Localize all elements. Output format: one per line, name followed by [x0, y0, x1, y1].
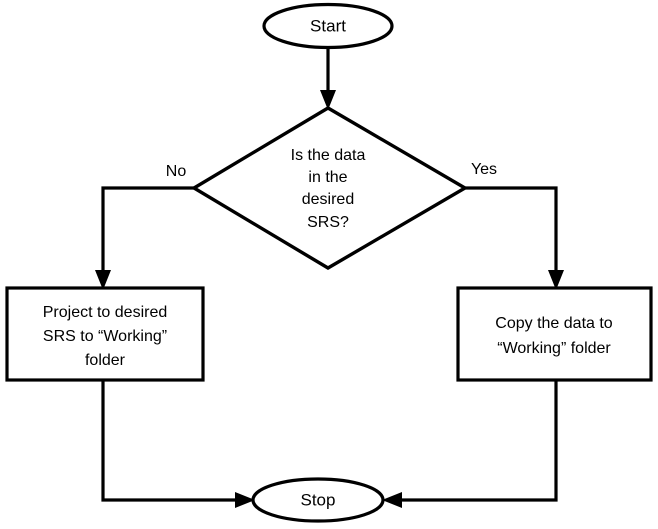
- start-oval[interactable]: [262, 2, 394, 50]
- copy-box[interactable]: [456, 286, 653, 382]
- start-label: Start: [310, 16, 346, 35]
- arrowhead-stop-right: [382, 492, 402, 508]
- project-box-label-line-2: SRS to “Working”: [43, 328, 167, 345]
- arrowhead-project-box-top: [95, 270, 111, 290]
- arrowhead-stop-left: [235, 492, 255, 508]
- decision-label-line-1: Is the data: [291, 147, 366, 164]
- arrowhead-decision-top: [320, 90, 336, 110]
- project-box-label-line-1: Project to desired: [43, 304, 168, 321]
- connector-copy-to-stop: [396, 380, 558, 502]
- project-box[interactable]: [5, 286, 205, 382]
- decision-label-line-4: SRS?: [307, 214, 349, 231]
- copy-box-label-line-2: “Working” folder: [497, 340, 611, 357]
- arrowhead-copy-box-top: [548, 270, 564, 290]
- decision-label-line-3: desired: [302, 191, 354, 208]
- edge-label-no: No: [166, 163, 187, 180]
- project-box-label-line-3: folder: [85, 352, 126, 369]
- decision-diamond[interactable]: [190, 106, 469, 270]
- stop-label: Stop: [301, 490, 336, 509]
- decision-label-line-2: in the: [308, 169, 347, 186]
- edge-label-yes: Yes: [471, 161, 497, 178]
- connector-project-to-stop: [101, 380, 241, 502]
- stop-oval[interactable]: [251, 477, 385, 523]
- connector-no-branch: [101, 186, 194, 276]
- copy-box-label-line-1: Copy the data to: [495, 315, 613, 332]
- connector-yes-branch: [465, 186, 558, 276]
